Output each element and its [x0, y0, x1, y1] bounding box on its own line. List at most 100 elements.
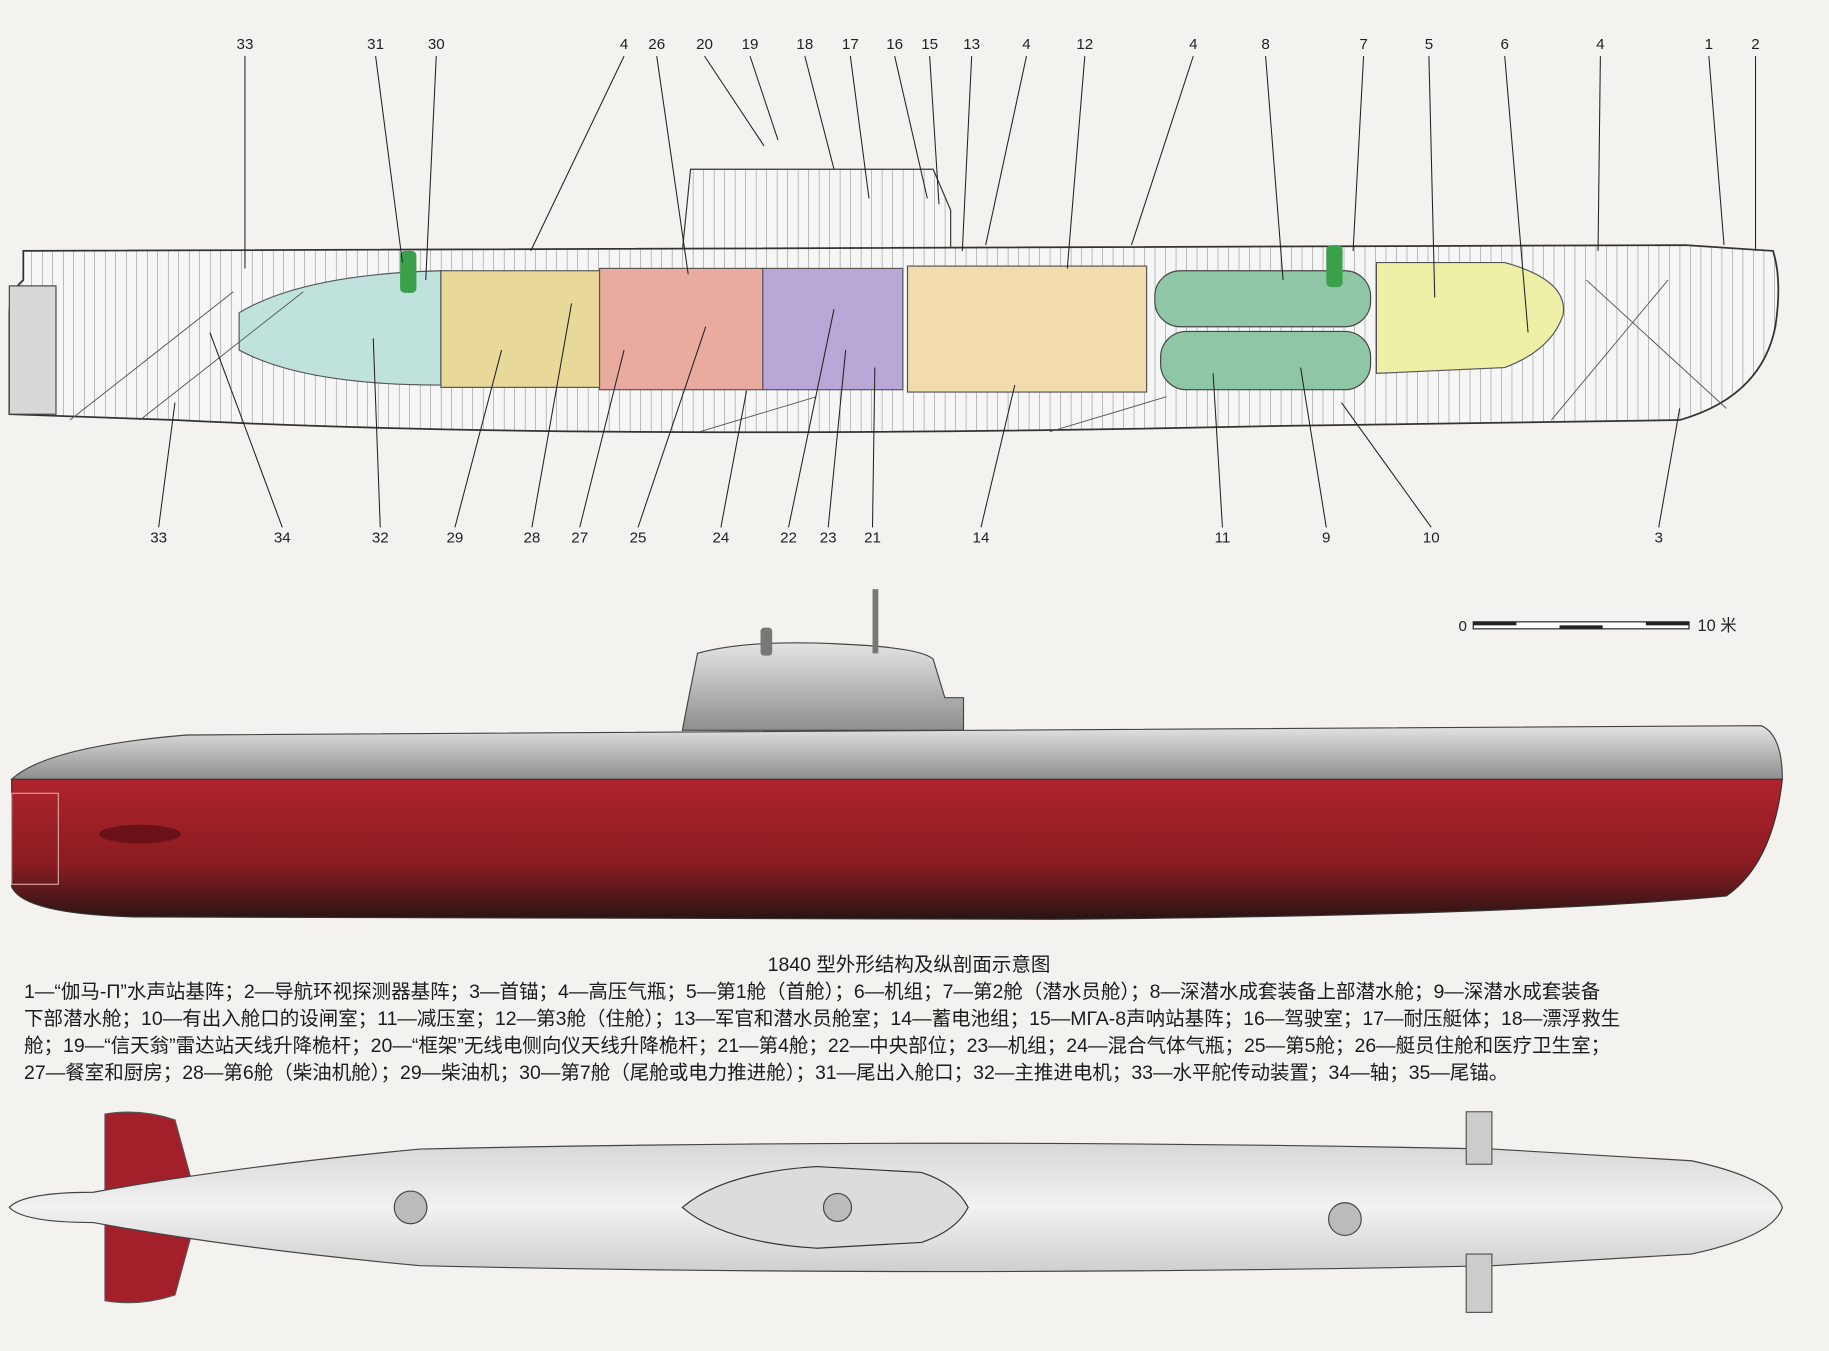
callout-label-top: 2 — [1751, 36, 1759, 53]
callout-label-bottom: 32 — [372, 530, 389, 547]
callout-leader — [530, 55, 625, 252]
callout-label-top: 6 — [1501, 36, 1509, 53]
callout-leader — [1340, 402, 1432, 528]
sail-hatch-top — [822, 1192, 853, 1222]
callout-label-top: 7 — [1359, 36, 1367, 53]
bow-escape-hatch — [1326, 245, 1343, 288]
callout-label-top: 4 — [620, 36, 628, 53]
callout-label-bottom: 24 — [712, 530, 729, 547]
callout-leader — [894, 55, 928, 199]
callout-label-top: 15 — [921, 36, 938, 53]
callout-leader — [849, 56, 870, 199]
compartment-1-bow — [1375, 261, 1565, 374]
callout-label-top: 13 — [963, 36, 980, 53]
callout-label-bottom: 29 — [446, 530, 463, 547]
callout-leader — [929, 56, 940, 205]
callout-label-top: 19 — [742, 36, 759, 53]
callout-label-bottom: 28 — [523, 530, 540, 547]
callout-label-bottom: 27 — [571, 530, 588, 547]
legend-line: 27—餐室和厨房；28—第6舱（柴油机舱）；29—柴油机；30—第7舱（尾舱或电… — [24, 1062, 1509, 1084]
callout-leader — [704, 55, 765, 147]
cutaway-section — [8, 168, 1780, 434]
callout-label-bottom: 11 — [1215, 530, 1231, 547]
compartment-3 — [906, 265, 1148, 393]
callout-leader — [788, 309, 835, 528]
top-view — [8, 1111, 1783, 1313]
callout-label-bottom: 34 — [274, 530, 291, 547]
callout-leader — [1352, 56, 1365, 251]
callout-leader — [656, 56, 689, 275]
callout-label-bottom: 21 — [864, 530, 881, 547]
callout-leader — [985, 56, 1027, 246]
callout-label-bottom: 14 — [973, 530, 990, 547]
stern-section — [8, 285, 57, 415]
callout-label-bottom: 22 — [780, 530, 797, 547]
callout-leader — [531, 303, 573, 528]
diagram-title: 1840 型外形结构及纵剖面示意图 — [767, 954, 1051, 976]
callout-label-top: 18 — [796, 36, 813, 53]
stern-rudder-upper — [104, 1111, 194, 1197]
bow-plane-upper — [1465, 1111, 1493, 1165]
propeller-shaft — [99, 824, 181, 844]
callout-label-bottom: 10 — [1423, 530, 1440, 547]
callout-leader — [804, 55, 835, 170]
callout-leader — [637, 326, 707, 528]
upper-diving-chamber — [1154, 270, 1372, 328]
callout-label-bottom: 23 — [820, 530, 837, 547]
callout-label-top: 4 — [1596, 36, 1604, 53]
callout-leader — [980, 384, 1016, 528]
callout-label-top: 16 — [886, 36, 903, 53]
callout-leader — [1130, 55, 1194, 246]
callout-leader — [579, 349, 625, 528]
legend-line: 1—“伽马-П”水声站基阵；2—导航环视探测器基阵；3—首锚；4—高压气瓶；5—… — [24, 981, 1601, 1003]
callout-leader — [375, 56, 403, 263]
antenna-mast — [872, 589, 879, 654]
callout-label-top: 4 — [1189, 36, 1197, 53]
compartment-4 — [762, 267, 904, 391]
callout-label-top: 8 — [1261, 36, 1269, 53]
callout-leader — [827, 350, 847, 528]
scale-bar: 0 10 米 — [1459, 617, 1737, 635]
scale-start: 0 — [1459, 618, 1467, 635]
callout-label-top: 17 — [842, 36, 859, 53]
stern-rudder-lower — [104, 1218, 194, 1304]
side-hull-lower — [11, 778, 1783, 920]
callout-label-top: 1 — [1705, 36, 1713, 53]
callout-label-bottom: 9 — [1322, 530, 1330, 547]
radar-mast — [760, 627, 773, 656]
callout-leader — [871, 367, 876, 528]
stern-hatch — [11, 792, 59, 885]
callout-leader — [749, 55, 779, 141]
callout-label-top: 33 — [237, 36, 254, 53]
cross-bracing — [69, 279, 1727, 433]
side-view — [10, 589, 1783, 920]
legend-line: 下部潜水舱；10—有出入舱口的设闸室；11—减压室；12—第3舱（住舱）；13—… — [24, 1008, 1621, 1030]
callout-leader — [158, 402, 176, 528]
callout-leader — [1708, 56, 1725, 246]
stern-hatch-top — [393, 1190, 428, 1225]
callout-leader — [454, 349, 503, 528]
caption: 1840 型外形结构及纵剖面示意图 1—“伽马-П”水声站基阵；2—导航环视探测… — [24, 952, 1814, 1087]
callout-label-bottom: 33 — [150, 530, 167, 547]
callout-label-bottom: 25 — [630, 530, 647, 547]
callout-label-top: 31 — [367, 36, 384, 53]
callout-leader — [1300, 367, 1327, 528]
compartment-5 — [598, 267, 764, 391]
legend-line: 舱；19—“信天翁”雷达站天线升降桅杆；20—“框架”无线电侧向仪天线升降桅杆；… — [24, 1035, 1611, 1057]
bow-hatch-top — [1328, 1202, 1362, 1236]
callout-label-top: 26 — [648, 36, 665, 53]
scale-end: 10 米 — [1698, 617, 1737, 635]
callout-leader — [720, 390, 748, 528]
callout-label-top: 12 — [1076, 36, 1093, 53]
callout-label-top: 4 — [1022, 36, 1030, 53]
callout-leader — [209, 332, 283, 528]
callout-leader — [1212, 373, 1223, 528]
callout-leader — [372, 338, 381, 528]
cutaway-sail — [681, 168, 952, 252]
lower-diving-chamber — [1160, 330, 1372, 391]
stern-escape-hatch — [400, 250, 417, 293]
side-hull-upper — [10, 725, 1783, 780]
callout-leader — [1265, 56, 1284, 281]
